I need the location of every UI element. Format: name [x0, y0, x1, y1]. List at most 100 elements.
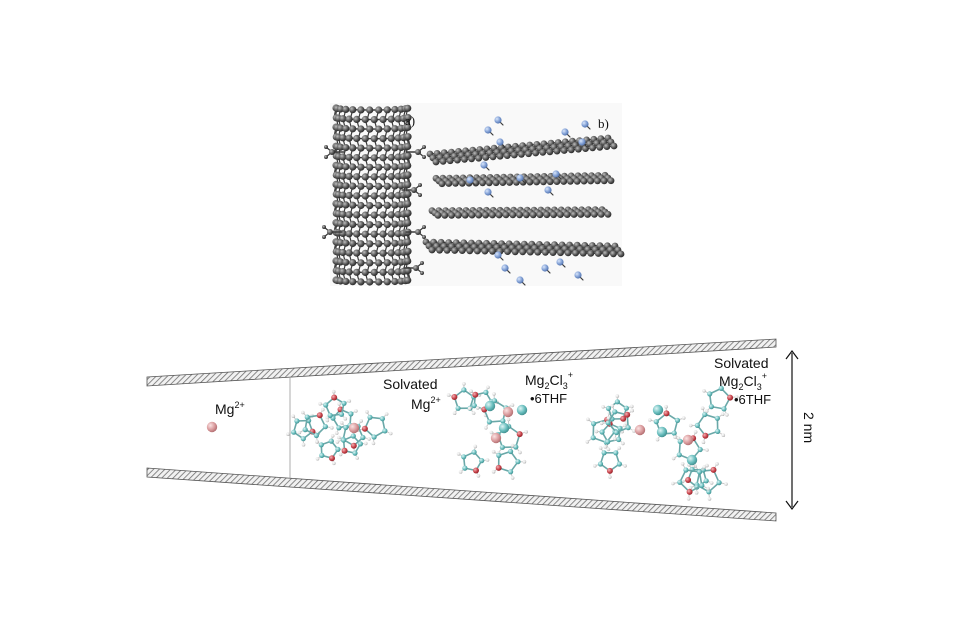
carbon-atom: [339, 191, 347, 199]
nitrogen-atom: [466, 176, 474, 184]
nitrogen-atom: [541, 264, 549, 272]
magnesium-atom: [682, 434, 694, 446]
hydrogen-atom: [623, 464, 627, 468]
carbon-atom: [336, 258, 345, 266]
carbon-atom: [721, 406, 727, 412]
carbon-atom: [366, 202, 374, 210]
carbon-atom: [391, 105, 399, 114]
carbon-atom: [339, 115, 347, 123]
carbon-atom: [366, 106, 374, 114]
carbon-atom: [529, 211, 537, 219]
hydrogen-atom: [671, 456, 676, 461]
carbon-atom: [328, 438, 334, 444]
carbon-atom: [461, 454, 467, 460]
hydrogen-atom: [630, 404, 634, 409]
carbon-atom: [508, 448, 514, 455]
carbon-atom: [443, 246, 451, 254]
hydrogen-atom: [469, 389, 473, 394]
carbon-atom: [525, 150, 532, 158]
carbon-atom: [479, 179, 486, 187]
carbon-atom: [422, 155, 426, 159]
carbon-atom: [603, 143, 611, 151]
carbon-atom: [596, 143, 604, 151]
carbon-atom: [706, 489, 712, 495]
hydrogen-atom: [510, 403, 515, 407]
carbon-atom: [391, 144, 399, 152]
hydrogen-atom: [702, 465, 707, 469]
carbon-atom: [503, 152, 511, 160]
carbon-atom: [495, 211, 503, 219]
carbon-atom: [336, 200, 345, 209]
carbon-atom: [404, 104, 412, 112]
carbon-atom: [336, 105, 345, 113]
nitrogen-atom: [552, 170, 560, 178]
carbon-atom: [404, 181, 412, 189]
carbon-atom: [461, 387, 467, 393]
hydrogen-atom: [702, 389, 706, 393]
carbon-atom: [394, 191, 402, 199]
chlorine-atom: [652, 404, 664, 416]
carbon-atom: [546, 148, 554, 156]
carbon-atom: [366, 221, 374, 229]
carbon-atom: [353, 192, 361, 200]
oxygen-atom: [316, 412, 323, 419]
carbon-atom: [366, 240, 374, 248]
carbon-atom: [653, 419, 659, 425]
carbon-atom: [304, 414, 310, 420]
carbon-atom: [404, 276, 412, 284]
carbon-atom: [349, 259, 357, 267]
carbon-atom: [357, 201, 365, 210]
solvated-mg-cluster-model: [286, 389, 393, 466]
hydrogen-atom: [688, 486, 693, 490]
hydrogen-atom: [673, 435, 677, 439]
oxygen-atom: [495, 464, 502, 471]
carbon-atom: [404, 133, 412, 141]
carbon-atom: [714, 415, 721, 421]
hydrogen-atom: [701, 440, 706, 445]
carbon-atom: [564, 249, 572, 257]
hydrogen-atom: [452, 411, 457, 416]
nitrogen-atom: [578, 138, 586, 146]
carbon-atom: [496, 152, 504, 160]
carbon-atom: [404, 247, 412, 255]
carbon-atom: [379, 173, 387, 181]
carbon-atom: [324, 145, 328, 149]
hydrogen-atom: [475, 406, 480, 410]
carbon-atom: [489, 211, 496, 219]
carbon-atom: [518, 150, 525, 158]
carbon-atom: [439, 158, 447, 165]
carbon-atom: [360, 434, 366, 441]
carbon-atom: [394, 230, 402, 238]
carbon-atom: [342, 182, 350, 190]
carbon-atom: [404, 162, 412, 170]
hydrogen-atom: [337, 435, 341, 440]
carbon-atom: [404, 219, 412, 227]
carbon-atom: [677, 438, 683, 445]
carbon-atom: [361, 211, 369, 219]
carbon-atom: [411, 187, 417, 193]
carbon-atom: [496, 452, 502, 458]
carbon-atom: [353, 134, 361, 143]
hydrogen-atom: [694, 490, 699, 495]
carbon-atom: [313, 432, 319, 439]
carbon-atom: [383, 144, 391, 152]
carbon-atom: [329, 149, 335, 155]
hydrogen-atom: [599, 421, 604, 426]
carbon-atom: [357, 240, 365, 248]
carbon-atom: [542, 249, 549, 256]
hydrogen-atom: [613, 437, 617, 441]
hydrogen-atom: [671, 481, 675, 486]
carbon-atom: [335, 446, 341, 452]
carbon-atom: [394, 249, 402, 257]
hydrogen-atom: [384, 412, 389, 416]
mg2cl3-cluster-model: [446, 382, 528, 480]
carbon-atom: [436, 246, 443, 254]
carbon-atom: [342, 258, 350, 266]
carbon-atom: [379, 135, 387, 143]
carbon-atom: [557, 249, 564, 257]
carbon-atom: [499, 444, 505, 450]
carbon-atom: [338, 411, 345, 417]
hydrogen-atom: [720, 412, 725, 417]
hydrogen-atom: [734, 395, 739, 399]
carbon-atom: [302, 427, 308, 433]
